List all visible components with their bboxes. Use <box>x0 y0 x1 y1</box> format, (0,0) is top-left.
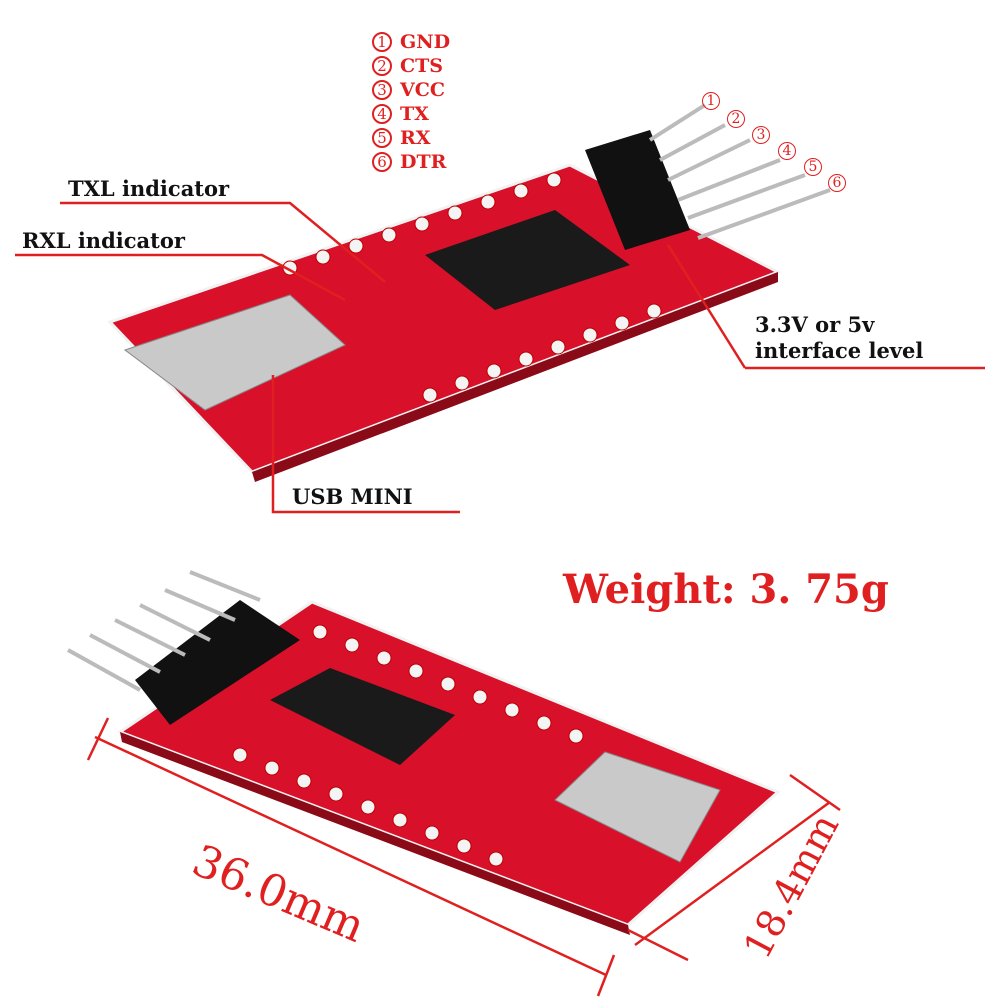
solder-hole <box>360 799 376 815</box>
interface-level-label-line1: 3.3V or 5v <box>755 312 875 337</box>
solder-hole <box>408 663 424 679</box>
pin-name: CTS <box>400 55 443 77</box>
top-usb-connector <box>123 294 346 411</box>
solder-hole <box>646 303 662 319</box>
pin-name: RX <box>400 127 431 149</box>
pin-number: 2 <box>372 56 392 76</box>
pinout-item: 1 GND <box>372 30 450 54</box>
solder-hole <box>440 676 456 692</box>
leader-lines <box>15 201 985 997</box>
solder-hole <box>392 812 408 828</box>
solder-hole <box>513 183 529 199</box>
txl-indicator-label: TXL indicator <box>68 176 230 201</box>
solder-hole <box>381 227 397 243</box>
pin-name: VCC <box>400 79 445 101</box>
top-header <box>585 130 690 250</box>
solder-hole <box>264 760 280 776</box>
pinout-item: 2 CTS <box>372 54 450 78</box>
pinout-item: 3 VCC <box>372 78 450 102</box>
solder-hole <box>454 375 470 391</box>
pin-marker: 3 <box>752 126 770 144</box>
pinout-legend: 1 GND 2 CTS 3 VCC 4 TX 5 RX 6 DTR <box>372 30 450 174</box>
pinout-item: 6 DTR <box>372 150 450 174</box>
pin-name: GND <box>400 31 451 53</box>
solder-hole <box>518 351 534 367</box>
pin-number: 1 <box>372 32 392 52</box>
solder-hole <box>312 624 328 640</box>
pin-number: 5 <box>372 128 392 148</box>
solder-hole <box>488 851 504 867</box>
solder-hole <box>447 205 463 221</box>
solder-hole <box>546 172 562 188</box>
usb-mini-label: USB MINI <box>292 484 413 509</box>
bottom-header <box>135 600 300 725</box>
solder-hole <box>582 327 598 343</box>
pin-name: DTR <box>400 151 447 173</box>
pin-marker: 1 <box>702 92 720 110</box>
solder-hole <box>296 773 312 789</box>
solder-hole <box>614 315 630 331</box>
solder-hole <box>414 216 430 232</box>
weight-label: Weight: 3. 75g <box>563 566 889 613</box>
top-board <box>107 103 831 482</box>
pin-marker: 4 <box>778 142 796 160</box>
pinout-item: 4 TX <box>372 102 450 126</box>
solder-hole <box>480 194 496 210</box>
interface-level-label-line2: interface level <box>755 338 924 363</box>
solder-hole <box>232 747 248 763</box>
solder-hole <box>504 702 520 718</box>
solder-hole <box>550 339 566 355</box>
pin-number: 3 <box>372 80 392 100</box>
solder-hole <box>568 728 584 744</box>
pin-number: 6 <box>372 152 392 172</box>
solder-hole <box>376 650 392 666</box>
bottom-header-pins <box>67 570 261 692</box>
rxl-indicator-label: RXL indicator <box>22 228 185 253</box>
pinout-item: 5 RX <box>372 126 450 150</box>
pin-number: 4 <box>372 104 392 124</box>
solder-hole <box>486 363 502 379</box>
bottom-chip <box>270 668 455 765</box>
top-header-pins <box>648 103 831 240</box>
solder-hole <box>424 825 440 841</box>
solder-hole <box>456 838 472 854</box>
top-chip <box>425 210 630 310</box>
bottom-board <box>67 570 781 935</box>
pin-marker: 6 <box>828 174 846 192</box>
solder-hole <box>328 786 344 802</box>
pin-name: TX <box>400 103 429 125</box>
bottom-usb-connector <box>554 751 721 863</box>
solder-hole <box>315 249 331 265</box>
solder-hole <box>422 387 438 403</box>
solder-hole <box>348 238 364 254</box>
pin-marker: 5 <box>804 158 822 176</box>
solder-hole <box>344 637 360 653</box>
pin-marker: 2 <box>727 110 745 128</box>
solder-hole <box>472 689 488 705</box>
solder-hole <box>536 715 552 731</box>
